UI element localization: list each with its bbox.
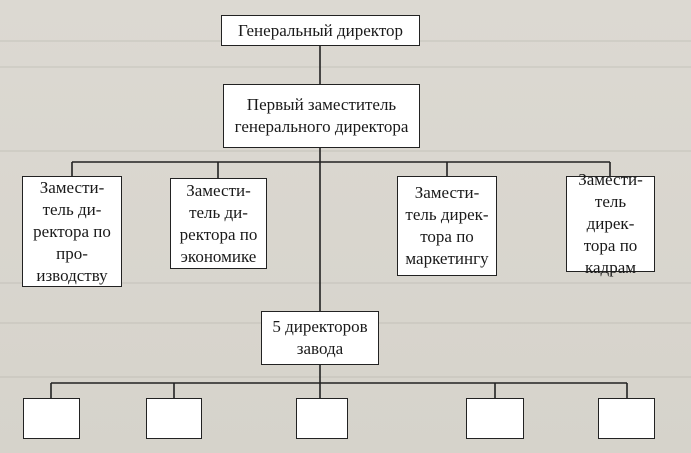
plant-box-1 bbox=[23, 398, 80, 439]
deputy-economics-box: Замести- тель ди- ректора по экономике bbox=[170, 178, 267, 269]
deputy-hr-box: Замести- тель дирек- тора по кадрам bbox=[566, 170, 655, 277]
plant-directors-box: 5 директоров завода bbox=[261, 311, 379, 365]
background-text-line bbox=[0, 66, 691, 68]
general-director-box: Генеральный директор bbox=[221, 15, 420, 46]
background-text-line bbox=[0, 150, 691, 152]
background-text-line bbox=[0, 282, 691, 284]
plant-box-3 bbox=[296, 398, 348, 439]
deputy-marketing-box: Замести- тель дирек- тора по маркетингу bbox=[397, 176, 497, 276]
deputy-production-box: Замести- тель ди- ректора по про- изводс… bbox=[22, 176, 122, 287]
plant-box-2 bbox=[146, 398, 202, 439]
first-deputy-box: Первый заместитель генерального директор… bbox=[223, 84, 420, 148]
plant-box-4 bbox=[466, 398, 524, 439]
background-text-line bbox=[0, 376, 691, 378]
plant-box-5 bbox=[598, 398, 655, 439]
